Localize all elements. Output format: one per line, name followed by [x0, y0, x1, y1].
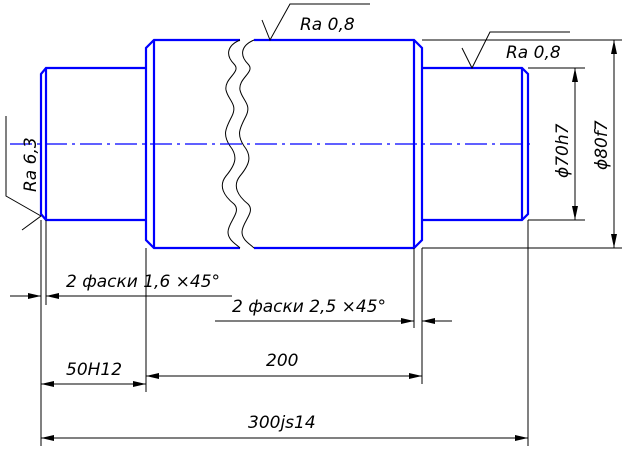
arrow-chamfer-small-right: [46, 293, 59, 299]
arrow-middle-left: [146, 373, 159, 379]
roughness-top-center: Ra 0,8: [261, 3, 370, 42]
arrow-d80-bottom: [611, 234, 617, 248]
chamfer-large-annotation: 2 фаски 2,5 ×45°: [215, 248, 452, 384]
arrow-d70-top: [572, 68, 578, 82]
roughness-top-right: Ra 0,8: [461, 31, 570, 70]
center-body-outline-left: [144, 38, 240, 250]
roughness-label-top-right: Ra 0,8: [506, 43, 561, 63]
roughness-left: Ra 6,3: [5, 116, 42, 231]
break-line-right: [235, 39, 255, 249]
arrow-total-right: [515, 435, 528, 441]
arrow-chamfer-large-right: [422, 318, 435, 324]
label-d70: ϕ70h7: [553, 123, 573, 178]
roughness-label-left: Ra 6,3: [21, 137, 41, 192]
arrow-shoulder-left: [41, 381, 54, 387]
arrow-chamfer-large-left: [401, 318, 414, 324]
arrow-shoulder-right: [133, 381, 146, 387]
label-length-middle: 200: [266, 351, 298, 371]
arrow-d70-bottom: [572, 206, 578, 220]
roughness-sign-top-center: [261, 3, 370, 42]
diameter-dimensions: ϕ70h7 ϕ80f7: [422, 39, 622, 249]
break-line-left: [221, 39, 241, 249]
arrow-chamfer-small-left: [28, 293, 41, 299]
left-journal-outline: [39, 66, 146, 222]
arrow-total-left: [41, 435, 54, 441]
label-length-shoulder: 50H12: [66, 360, 122, 380]
label-chamfer-small: 2 фаски 1,6 ×45°: [66, 272, 220, 292]
label-length-total: 300js14: [248, 413, 316, 433]
label-chamfer-large: 2 фаски 2,5 ×45°: [232, 297, 386, 317]
break-lines: [221, 39, 255, 249]
roughness-sign-left: [5, 116, 42, 231]
label-d80: ϕ80f7: [592, 120, 612, 170]
chamfer-small-annotation: 2 фаски 1,6 ×45°: [10, 220, 232, 446]
length-dimensions: 50H12 200 300js14: [41, 220, 529, 446]
roughness-label-top-center: Ra 0,8: [300, 15, 355, 35]
arrow-middle-right: [409, 373, 422, 379]
roughness-sign-top-right: [461, 31, 570, 70]
arrow-d80-top: [611, 40, 617, 54]
